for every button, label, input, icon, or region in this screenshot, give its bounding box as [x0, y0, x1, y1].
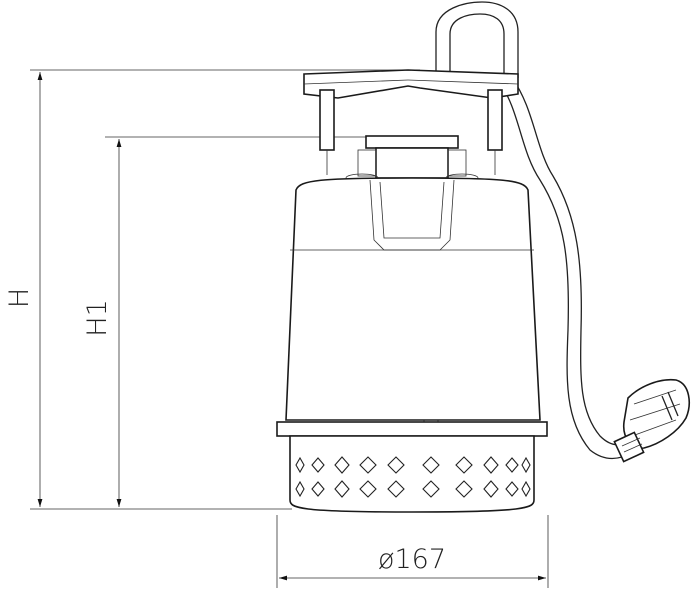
outlet-flange — [365, 135, 459, 149]
power-cable — [497, 79, 633, 460]
power-plug — [613, 378, 690, 463]
base-ring — [276, 421, 548, 437]
dimension-h-label: H — [4, 288, 35, 308]
strainer-holes — [295, 456, 531, 498]
pump — [276, 1, 690, 513]
handle — [435, 1, 519, 78]
top-frame — [303, 69, 519, 99]
motor-housing — [285, 177, 541, 421]
frame-leg-left — [319, 89, 335, 151]
dimension-h1-label: H1 — [82, 299, 113, 336]
frame-leg-right — [487, 89, 503, 151]
strainer-basket — [289, 435, 535, 513]
outlet-body — [375, 147, 449, 179]
dimension-diameter-label: ø167 — [378, 544, 446, 575]
